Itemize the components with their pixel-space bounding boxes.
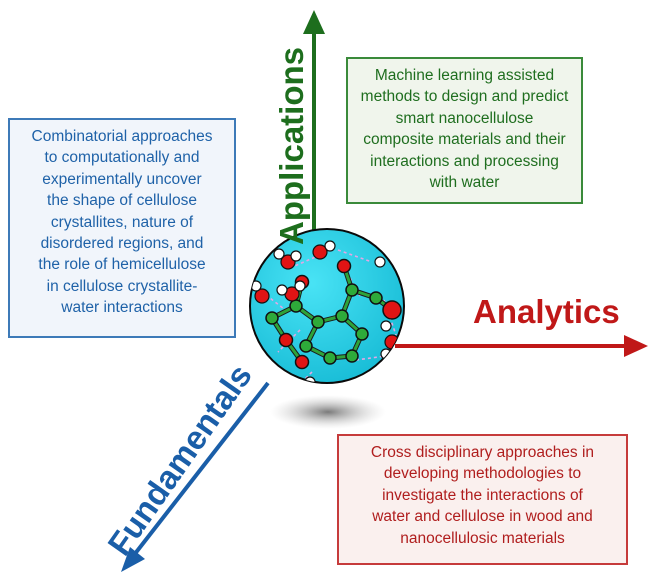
sphere-shadow — [270, 395, 386, 429]
applications-axis-arrow — [303, 10, 325, 250]
cellulose-sphere-icon — [249, 228, 405, 384]
applications-description-box: Machine learning assisted methods to des… — [346, 57, 583, 204]
fundamentals-description-box: Combinatorial approaches to computationa… — [8, 118, 236, 338]
fundamentals-axis-arrow — [121, 381, 270, 572]
analytics-axis-arrow — [395, 335, 648, 357]
analytics-description-box: Cross disciplinary approaches in develop… — [337, 434, 628, 565]
applications-axis-label: Applications — [273, 46, 310, 246]
analytics-axis-label: Analytics — [473, 293, 620, 330]
